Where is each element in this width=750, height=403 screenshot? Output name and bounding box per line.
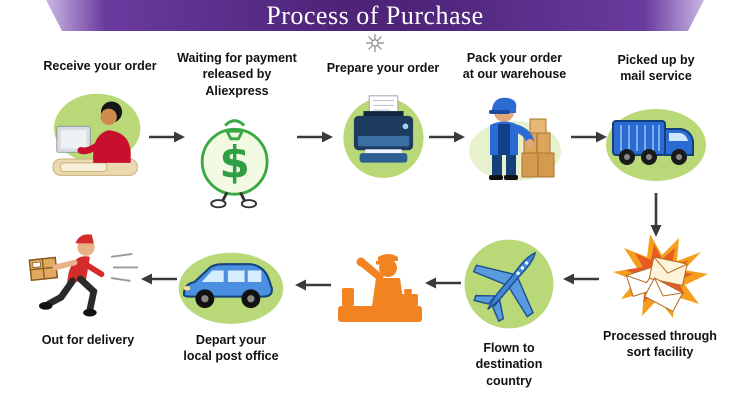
step-label: Depart your local post office <box>183 333 279 364</box>
ornament-star-icon <box>365 33 385 53</box>
airplane-icon <box>457 232 561 336</box>
step-label: Flown to destination country <box>475 341 543 388</box>
step-label: Pack your order at our warehouse <box>462 51 567 82</box>
arrow-left-icon <box>562 272 600 286</box>
step-prepare-order: Prepare your order <box>322 60 444 180</box>
svg-text:$: $ <box>219 137 250 188</box>
arrow-left-icon <box>294 278 332 292</box>
mail-truck-icon <box>600 95 712 187</box>
arrow-right-icon <box>428 130 466 144</box>
step-label: Prepare your order <box>326 61 440 75</box>
warehouse-worker-icon <box>460 89 570 189</box>
money-bag-icon: $ <box>185 101 290 211</box>
customs-officer-icon <box>330 246 430 332</box>
printer-icon <box>331 88 436 180</box>
arrow-left-icon <box>424 276 462 290</box>
step-receive-order: Receive your order <box>20 58 180 184</box>
title-banner: Process of Purchase <box>46 0 704 31</box>
person-computer-icon <box>46 88 154 184</box>
arrow-right-icon <box>148 130 186 144</box>
delivery-man-icon <box>20 228 156 328</box>
step-label: Receive your order <box>43 59 157 73</box>
step-label: Waiting for payment released by Aliexpre… <box>177 51 297 98</box>
arrow-left-icon <box>140 272 178 286</box>
envelope-pile-icon <box>605 226 715 322</box>
post-van-icon <box>173 236 289 328</box>
step-label: Picked up by mail service <box>617 53 695 84</box>
arrow-right-icon <box>296 130 334 144</box>
step-label: Out for delivery <box>41 333 135 347</box>
step-waiting-payment: Waiting for payment released by Aliexpre… <box>172 50 302 211</box>
step-customs-check <box>330 246 430 332</box>
arrow-right-icon <box>570 130 608 144</box>
arrow-down-icon <box>649 192 663 238</box>
step-label: Processed through sort facility <box>603 329 717 360</box>
page-title: Process of Purchase <box>266 0 484 30</box>
step-out-for-delivery: Out for delivery <box>14 228 162 348</box>
step-depart-post-office: Depart your local post office <box>168 236 294 365</box>
step-sort-facility: Processed through sort facility <box>598 226 722 361</box>
step-pack-order: Pack your order at our warehouse <box>452 50 577 189</box>
step-flown: Flown to destination country <box>450 232 568 389</box>
step-picked-up: Picked up by mail service <box>596 52 716 187</box>
